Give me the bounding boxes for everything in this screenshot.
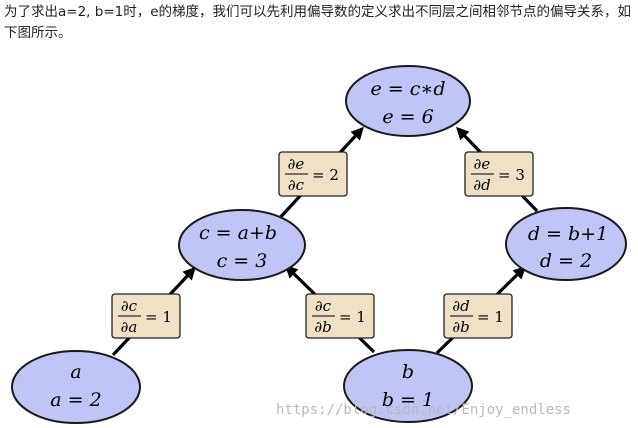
node-e-value: e = 6: [382, 106, 433, 128]
partial-de-dc-denominator: ∂c: [288, 176, 305, 194]
node-c-value: c = 3: [217, 250, 268, 272]
partial-dc-da-numerator: ∂c: [121, 297, 138, 315]
partial-de-dd-box: ∂e ∂d = 3: [464, 151, 534, 197]
node-a-value: a = 2: [50, 389, 101, 411]
node-b: b b = 1: [343, 349, 473, 423]
node-b-label: b: [402, 361, 414, 383]
partial-dd-db-value: = 1: [477, 308, 504, 326]
node-a: a a = 2: [11, 350, 141, 424]
partial-de-dc-value: = 2: [312, 166, 339, 184]
partial-de-dd-value: = 3: [498, 166, 525, 184]
partial-dc-da-value: = 1: [145, 308, 172, 326]
partial-dc-db-box: ∂c ∂b = 1: [305, 293, 375, 339]
node-a-label: a: [70, 361, 81, 383]
partial-dd-db-denominator: ∂b: [452, 318, 469, 336]
partial-dc-db-numerator: ∂c: [315, 297, 332, 315]
node-b-value: b = 1: [382, 389, 434, 411]
partial-de-dd-numerator: ∂e: [474, 155, 491, 173]
node-d-value: d = 2: [540, 250, 592, 272]
partial-de-dc-numerator: ∂e: [288, 155, 305, 173]
node-c-expression: c = a+b: [199, 222, 277, 244]
partial-de-dd-denominator: ∂d: [473, 176, 490, 194]
partial-dc-da-box: ∂c ∂a = 1: [111, 293, 181, 339]
intro-paragraph: 为了求出a=2, b=1时，e的梯度，我们可以先利用偏导数的定义求出不同层之间相…: [4, 4, 632, 41]
partial-dd-db-numerator: ∂d: [452, 297, 469, 315]
node-e: e = c∗d e = 6: [345, 65, 471, 137]
node-d: d = b+1 d = 2: [505, 207, 627, 281]
partial-dd-db-box: ∂d ∂b = 1: [443, 293, 513, 339]
partial-de-dc-box: ∂e ∂c = 2: [278, 151, 348, 197]
node-c: c = a+b c = 3: [178, 209, 306, 281]
partial-dc-da-denominator: ∂a: [121, 318, 138, 336]
node-e-expression: e = c∗d: [371, 78, 446, 100]
node-d-expression: d = b+1: [528, 223, 608, 245]
partial-dc-db-denominator: ∂b: [314, 318, 331, 336]
partial-dc-db-value: = 1: [339, 308, 366, 326]
watermark-url: https://blog.csdn.net/Enjoy_endless: [276, 402, 571, 418]
